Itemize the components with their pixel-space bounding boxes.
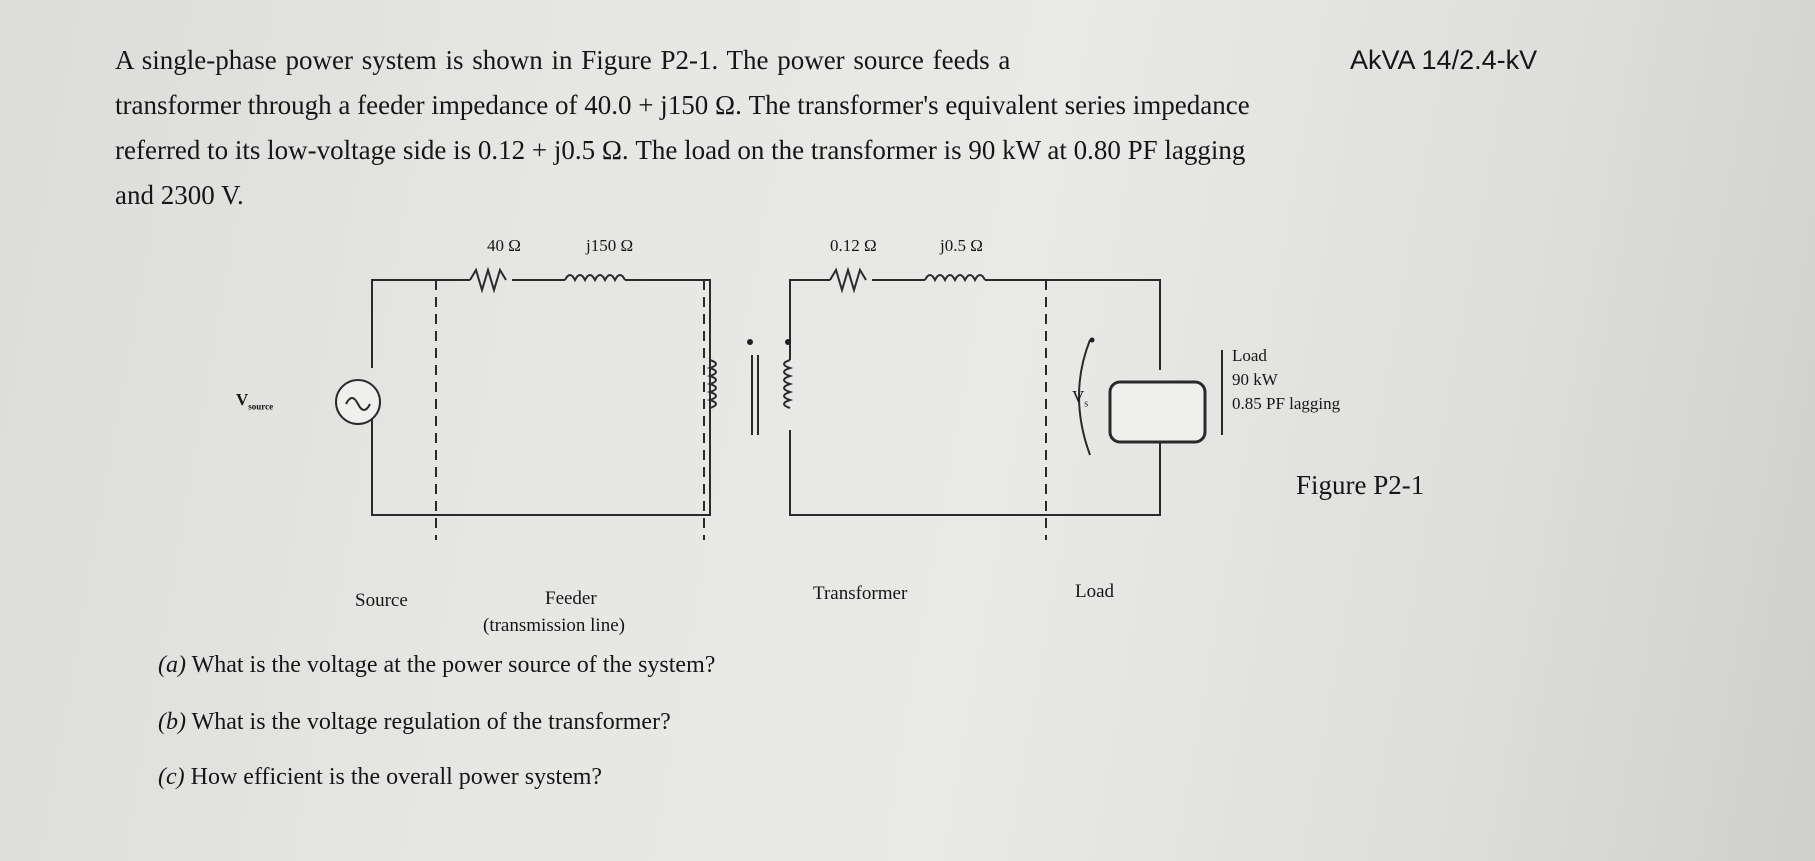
question-c: (c) How efficient is the overall power s…: [158, 764, 602, 791]
source-voltage-symbol: V: [236, 390, 249, 409]
load-spec-power: 90 kW: [1232, 370, 1278, 389]
problem-line-2: transformer through a feeder impedance o…: [115, 90, 1250, 120]
feeder-resistance-label: 40 Ω: [487, 236, 521, 255]
problem-line-3: referred to its low-voltage side is 0.12…: [115, 135, 1246, 165]
feeder-reactance-label: j150 Ω: [586, 236, 634, 255]
transformer-primary: [706, 359, 717, 409]
question-a: (a) What is the voltage at the power sou…: [158, 652, 715, 679]
question-c-text: How efficient is the overall power syste…: [190, 764, 603, 790]
xfmr-resistor: [829, 266, 867, 294]
figure-label: Figure P2-1: [1296, 470, 1425, 500]
load-spec-pf: 0.85 PF lagging: [1232, 394, 1341, 413]
section-load-label: Load: [1075, 581, 1115, 602]
source-voltage-label: Vsource: [236, 390, 273, 411]
feeder-inductor: [564, 274, 626, 283]
load-box: [1108, 380, 1207, 444]
source-voltage-sub: source: [248, 401, 274, 412]
problem-line-4: and 2300 V.: [115, 180, 244, 210]
load-spec: Load 90 kW 0.85 PF lagging: [1232, 344, 1340, 416]
question-b: (b) What is the voltage regulation of th…: [158, 709, 671, 736]
xfmr-resistance-label: 0.12 Ω: [830, 236, 877, 255]
vs-label: Vs: [1072, 387, 1088, 409]
question-a-text: What is the voltage at the power source …: [191, 652, 716, 678]
vs-sub: s: [1084, 398, 1089, 410]
section-transformer-label: Transformer: [813, 583, 908, 604]
feeder-resistor: [469, 266, 507, 294]
section-feeder-sublabel: (transmission line): [483, 615, 625, 636]
transformer-secondary: [783, 359, 794, 409]
load-spec-title: Load: [1232, 346, 1267, 365]
question-b-letter: (b): [158, 709, 186, 735]
vs-symbol: V: [1072, 387, 1085, 406]
problem-statement: A single-phase power system is shown in …: [115, 38, 1595, 218]
question-c-letter: (c): [158, 764, 185, 790]
section-feeder-label: Feeder: [545, 588, 597, 609]
section-source-label: Source: [355, 590, 408, 611]
xfmr-inductor: [924, 274, 986, 283]
source-wire: [371, 279, 432, 516]
kva-rating: AkVA 14/2.4-kV: [1350, 45, 1538, 75]
problem-line-1: A single-phase power system is shown in …: [115, 45, 1011, 75]
question-a-letter: (a): [158, 652, 186, 678]
xfmr-reactance-label: j0.5 Ω: [940, 236, 983, 255]
question-b-text: What is the voltage regulation of the tr…: [191, 709, 671, 735]
